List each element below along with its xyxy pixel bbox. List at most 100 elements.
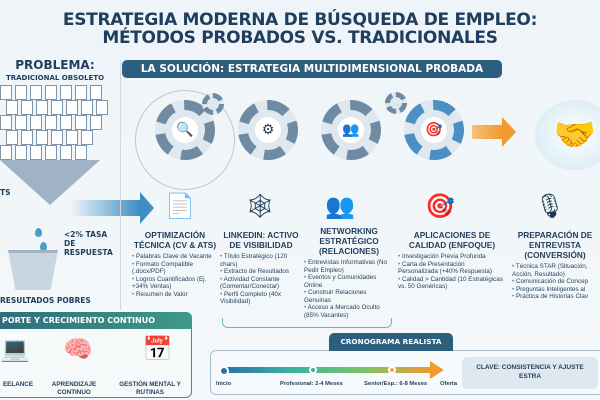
problem-subheading: TRADICIONAL OBSOLETO (5, 74, 105, 82)
gear-icon: 👥 (321, 100, 381, 160)
list-item: Actividad Constante (Comentar/Conectar) (220, 276, 302, 291)
resume-paper-icon (75, 145, 87, 160)
list-item: Construir Relaciones Genuinas (304, 289, 394, 304)
resume-paper-icon (0, 115, 12, 130)
calendar-handshake-icon: 📅 (142, 335, 173, 363)
problem-side-label: TS (0, 188, 11, 197)
column-title: OPTIMIZACIÓN TÉCNICA (CV & ATS) (133, 230, 217, 250)
support-item-mental: GESTIÓN MENTAL Y RUTINAS (119, 381, 181, 396)
microphone-icon: 🎙 (534, 192, 566, 220)
resume-paper-icon (51, 130, 63, 145)
divider (120, 60, 121, 310)
resume-paper-icon (66, 130, 78, 145)
arrow-right-icon (430, 361, 444, 379)
support-item-learning: APRENDIZAJE CONTINUO (51, 381, 97, 396)
support-item-freelance: EELANCE (2, 381, 34, 388)
column-cv-ats: OPTIMIZACIÓN TÉCNICA (CV & ATS) Palabras… (132, 230, 218, 298)
milestone-label: Oferta (440, 381, 458, 387)
list-item: Resumen de Valor (132, 291, 218, 299)
list-item: Investigación Previa Profunda (398, 253, 506, 261)
list-item: Formato Compatible (.docx/PDF) (132, 261, 218, 276)
milestone-label: Profesional: 2-4 Meses (280, 381, 343, 387)
list-item: Comunicación de Concep (512, 278, 598, 286)
resume-paper-icon (0, 145, 12, 160)
resume-paper-icon (21, 130, 33, 145)
timeline-dot (219, 366, 229, 376)
resume-paper-icon (90, 85, 102, 100)
timeline-bar (222, 367, 432, 373)
resume-paper-icon (75, 85, 87, 100)
resume-paper-icon (51, 100, 63, 115)
list-item: Eventos y Comunidades Online (304, 274, 394, 289)
list-item: Calidad > Cantidad (10 Estratégicas vs. … (398, 276, 506, 291)
list-item: Técnica STAR (Situación, Acción, Resulta… (512, 263, 598, 278)
timeline-dot (388, 366, 396, 374)
column-interview: PREPARACIÓN DE ENTREVISTA (CONVERSIÓN) T… (512, 230, 598, 301)
column-list: Palabras Clave de VacanteFormato Compati… (132, 253, 218, 298)
column-linkedin: LINKEDIN: ACTIVO DE VISIBILIDAD Título E… (220, 230, 302, 306)
resume-paper-icon (30, 145, 42, 160)
resume-paper-icon (96, 100, 108, 115)
network-profile-icon: 🕸 (244, 192, 276, 220)
milestone-label: Inicio (216, 381, 232, 387)
people-chat-icon: 👥 (325, 192, 355, 220)
resume-paper-icon (60, 145, 72, 160)
resume-paper-icon (30, 115, 42, 130)
laptop-icon: 💻 (0, 335, 30, 363)
bucket-icon (8, 250, 58, 290)
resume-paper-icon (66, 100, 78, 115)
resume-pile-icon (0, 85, 110, 165)
list-item: Extracto de Resultados (220, 268, 302, 276)
resume-paper-icon (81, 130, 93, 145)
resume-paper-icon (15, 85, 27, 100)
gear-icon: 🎯 (404, 100, 464, 160)
brain-certificate-icon: 🧠 (63, 335, 93, 363)
column-list: Título Estratégico (120 chars)Extracto d… (220, 253, 302, 306)
milestone-label: Senior/Esp.: 6-8 Meses (364, 381, 428, 387)
water-drop-icon (40, 242, 47, 251)
problem-result: RESULTADOS POBRES (0, 296, 91, 305)
column-title: LINKEDIN: ACTIVO DE VISIBILIDAD (223, 230, 299, 250)
column-list: Investigación Previa ProfundaCarta de Pr… (398, 253, 506, 291)
title-line-2: MÉTODOS PROBADOS VS. TRADICIONALES (102, 28, 498, 48)
solution-banner: LA SOLUCIÓN: ESTRATEGIA MULTIDIMENSIONAL… (122, 60, 502, 78)
resume-paper-icon (75, 115, 87, 130)
resume-paper-icon (15, 145, 27, 160)
gear-icon: 🔍 (155, 100, 215, 160)
resume-paper-icon (81, 100, 93, 115)
list-item: Logros Cuantificados (Ej. +34% Ventas) (132, 276, 218, 291)
resume-paper-icon (6, 130, 18, 145)
list-item: Acceso a Mercado Oculto (85% Vacantes) (304, 304, 394, 319)
column-list: Técnica STAR (Situación, Acción, Resulta… (512, 263, 598, 301)
list-item: Práctica de Historias Clav (512, 293, 598, 301)
gear-icon (385, 92, 407, 114)
support-heading: PORTE Y CRECIMIENTO CONTINUO (2025+) (0, 312, 192, 342)
timeline-heading: CRONOGRAMA REALISTA (329, 333, 453, 351)
target-icon: 🎯 (425, 192, 455, 220)
response-rate: <2% TASA DE RESPUESTA (64, 230, 113, 257)
document-search-icon: 📄 (165, 192, 195, 220)
water-drop-icon (35, 228, 42, 237)
resume-paper-icon (0, 85, 12, 100)
resume-paper-icon (21, 100, 33, 115)
resume-paper-icon (15, 115, 27, 130)
resume-paper-icon (36, 130, 48, 145)
column-title: NETWORKING ESTRATÉGICO (RELACIONES) (319, 226, 379, 256)
column-list: Entrevistas Informativas (No Pedir Emple… (304, 259, 394, 319)
column-title: PREPARACIÓN DE ENTREVISTA (CONVERSIÓN) (517, 230, 593, 260)
column-title: APLICACIONES DE CALIDAD (ENFOQUE) (408, 230, 496, 250)
resume-paper-icon (90, 115, 102, 130)
connector-line (222, 318, 392, 328)
list-item: Entrevistas Informativas (No Pedir Emple… (304, 259, 394, 274)
list-item: Palabras Clave de Vacante (132, 253, 218, 261)
resume-paper-icon (30, 85, 42, 100)
arrow-right-icon (472, 117, 516, 147)
list-item: Preguntas Inteligentes al (512, 286, 598, 294)
decorative-ring (135, 90, 235, 190)
resume-paper-icon (36, 100, 48, 115)
title-line-1: ESTRATEGIA MODERNA DE BÚSQUEDA DE EMPLEO… (62, 10, 538, 30)
gear-icon (202, 93, 224, 115)
handshake-icon: 🤝 (535, 100, 600, 170)
list-item: Carta de Presentación Personalizada (+40… (398, 261, 506, 276)
page-title: ESTRATEGIA MODERNA DE BÚSQUEDA DE EMPLEO… (0, 11, 600, 47)
